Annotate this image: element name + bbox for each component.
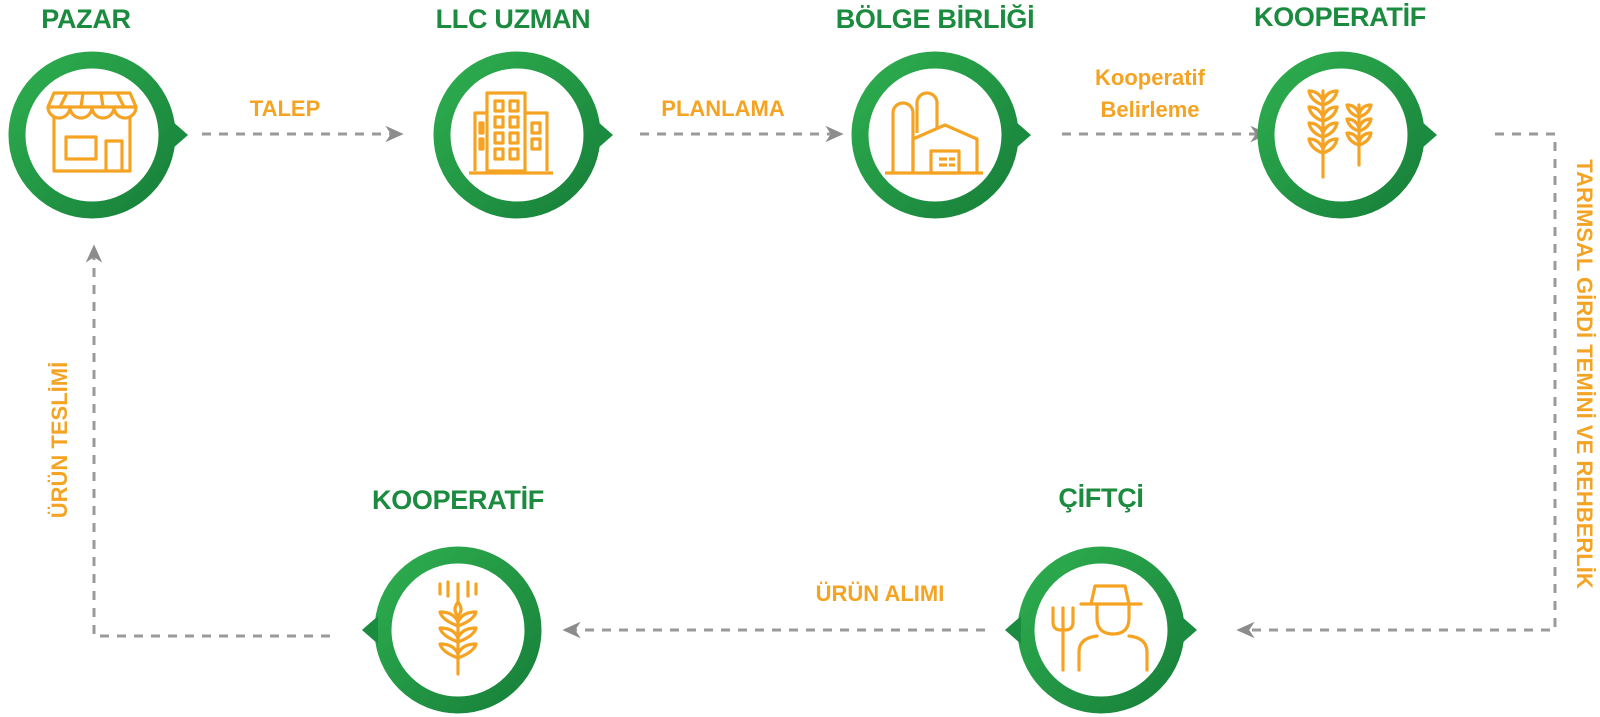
edge-label-urun-alimi: ÜRÜN ALIMI — [815, 581, 945, 606]
node-kooperatif-bottom — [362, 546, 542, 714]
edge-label-kooperatif-belirleme: Kooperatif Belirleme — [1095, 62, 1205, 126]
node-title-pazar: PAZAR — [41, 4, 131, 34]
farm-silo-icon — [885, 91, 983, 175]
edge-kooperatif-ciftci — [1236, 132, 1557, 639]
market-stall-icon — [46, 91, 138, 173]
edge-label-talep: TALEP — [249, 96, 321, 121]
node-pazar — [8, 51, 188, 219]
edge-label-planlama: PLANLAMA — [661, 96, 785, 121]
office-building-icon — [469, 91, 553, 175]
farmer-pitchfork-icon — [1051, 584, 1149, 672]
edge-label-tarimsal-girdi: TARIMSAL GİRDİ TEMİNİ VE REHBERLİK — [1572, 159, 1597, 589]
edge-label-line-1: Kooperatif — [1095, 65, 1205, 90]
node-title-kooperatif-top: KOOPERATİF — [1254, 2, 1426, 32]
node-title-bolge-birligi: BÖLGE BİRLİĞİ — [835, 4, 1035, 34]
edge-kooperatif-pazar — [85, 244, 330, 638]
node-title-ciftci: ÇİFTÇİ — [1058, 483, 1144, 513]
node-llc-uzman — [433, 51, 613, 219]
node-ciftci — [1005, 546, 1197, 714]
edge-label-urun-teslimi: ÜRÜN TESLİMİ — [47, 361, 72, 519]
node-title-kooperatif-bottom: KOOPERATİF — [372, 485, 544, 515]
edge-label-line-2: Belirleme — [1100, 97, 1200, 122]
node-bolge-birligi — [851, 51, 1031, 219]
node-kooperatif-top — [1257, 51, 1437, 219]
grain-icon — [438, 580, 478, 676]
wheat-icon — [1307, 89, 1373, 179]
node-title-llc-uzman: LLC UZMAN — [435, 4, 591, 34]
